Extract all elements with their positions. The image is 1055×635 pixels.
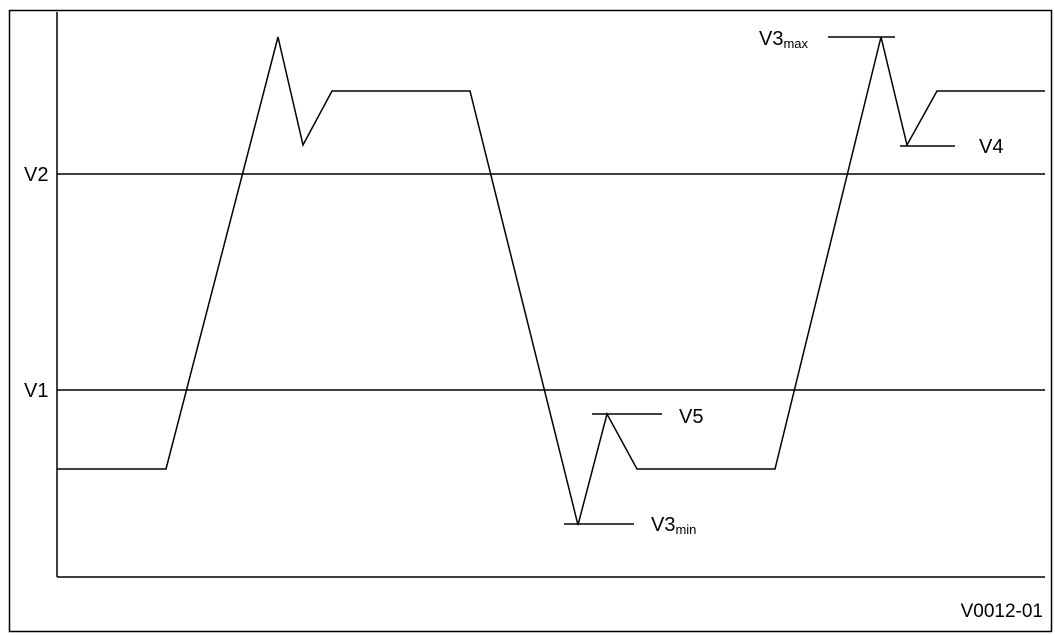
figure-id: V0012-01 (961, 601, 1043, 622)
annotation-v3min-base: V3 (651, 514, 675, 536)
annotation-v5: V5 (679, 406, 703, 428)
level-label-v2: V2 (24, 164, 48, 186)
level-label-v1: V1 (24, 380, 48, 402)
annotation-v3max: V3max (759, 28, 809, 51)
annotation-v3min: V3min (651, 514, 696, 537)
figure-frame (8, 9, 1053, 633)
annotation-v3max-base: V3 (759, 28, 783, 50)
annotation-v4: V4 (979, 136, 1003, 158)
annotation-v3max-sub: max (783, 36, 808, 51)
waveform-signal (57, 36, 1045, 526)
annotation-v3min-sub: min (675, 522, 696, 537)
